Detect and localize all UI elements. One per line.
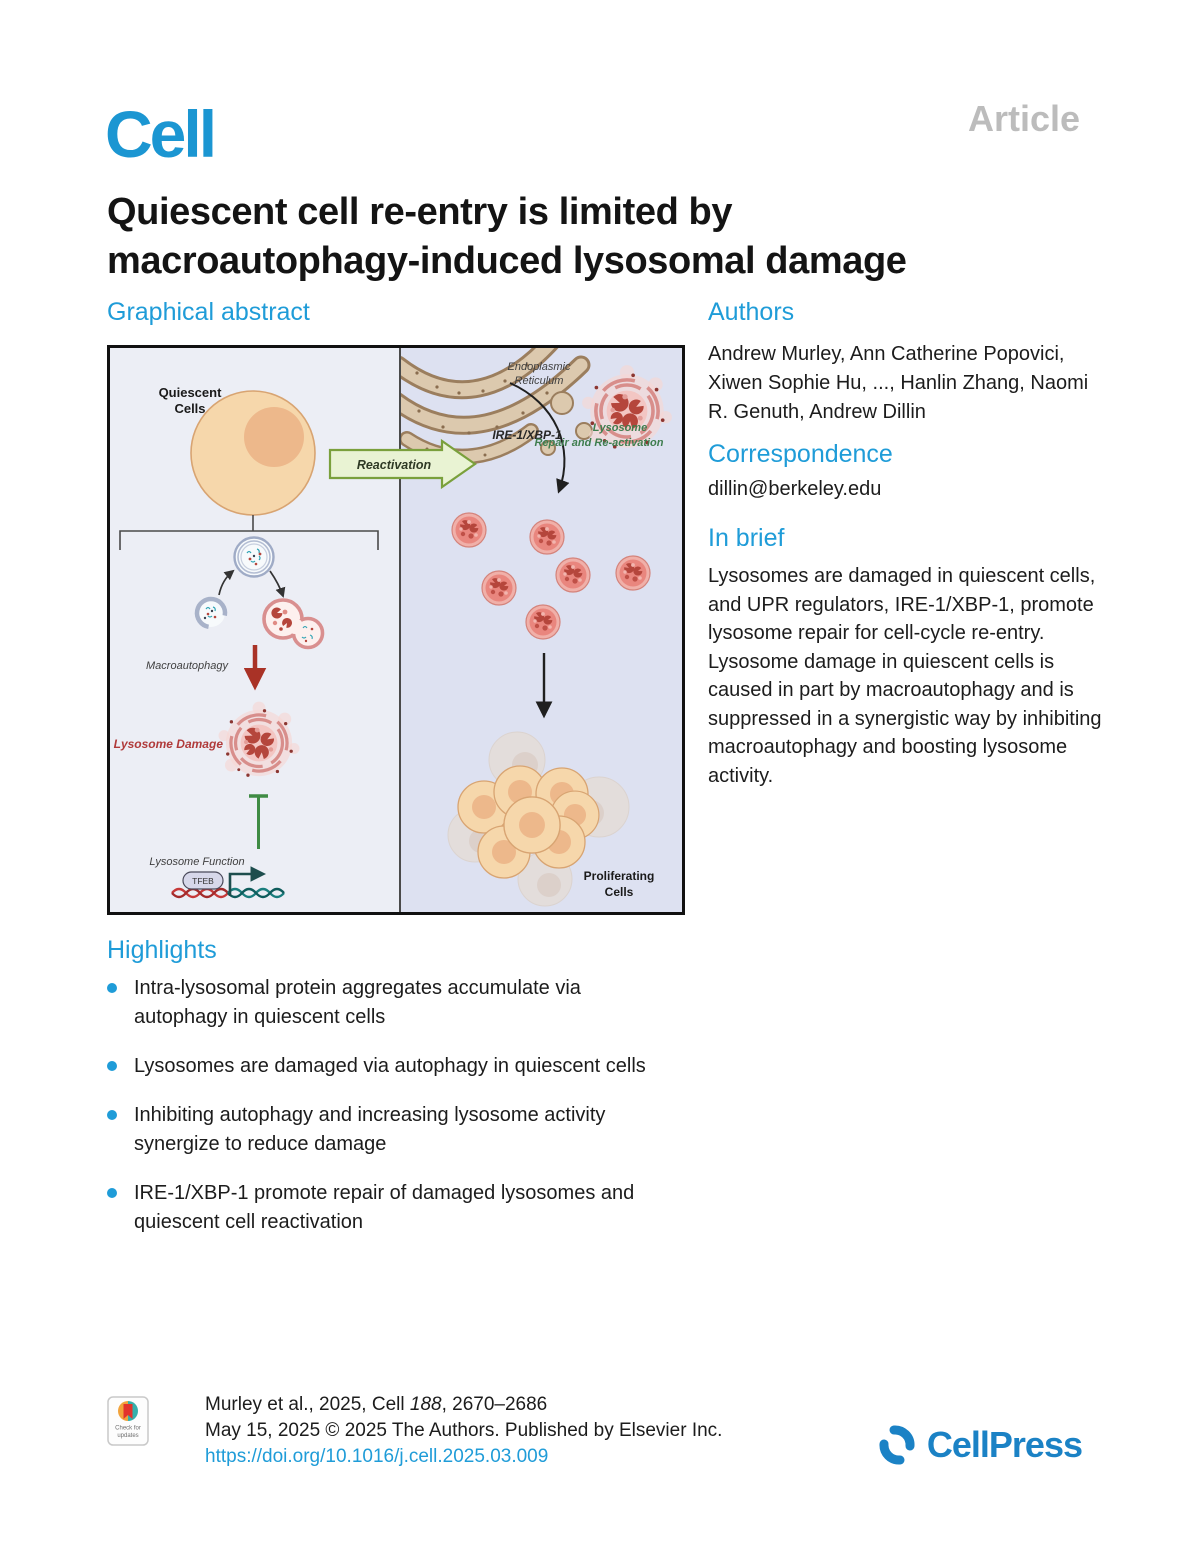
in-brief-heading: In brief [708,524,785,552]
figure-border [107,345,685,915]
citation-block: Murley et al., 2025, Cell 188, 2670–2686… [205,1392,722,1470]
bullet-dot-icon [107,1061,117,1071]
macroautophagy-cycle-illustration [194,536,325,650]
highlights-heading: Highlights [107,936,217,964]
label-lysosome-repair-1: Lysosome [593,422,647,434]
citation-volume: 188 [409,1394,442,1415]
highlight-text: Intra-lysosomal protein aggregates accum… [134,977,581,1028]
label-ire1-xbp1: IRE-1/XBP-1 [492,428,562,442]
label-proliferating-2: Cells [605,885,634,899]
label-proliferating-1: Proliferating [584,869,655,883]
label-reactivation: Reactivation [357,458,432,472]
authors-list: Andrew Murley, Ann Catherine Popovici, X… [708,343,1089,423]
highlight-text: Inhibiting autophagy and increasing lyso… [134,1104,606,1155]
citation-post: , 2670–2686 [441,1394,548,1415]
label-lysosome-damage: Lysosome Damage [114,737,224,751]
paper-title-line1: Quiescent cell re-entry is limited by [107,191,733,233]
cell-journal-logo: Cell [105,97,217,171]
highlight-text: IRE-1/XBP-1 promote repair of damaged ly… [134,1182,635,1233]
label-quiescent-cells-2: Cells [174,401,205,416]
citation-line1: Murley et al., 2025, Cell 188, 2670–2686 [205,1392,722,1418]
highlight-item: IRE-1/XBP-1 promote repair of damaged ly… [107,1179,672,1237]
badge-text-1: Check for [115,1426,141,1432]
highlight-item: Lysosomes are damaged via autophagy in q… [107,1052,672,1081]
bullet-dot-icon [107,983,117,993]
label-er-2: Reticulum [515,375,564,387]
graphical-abstract-figure: Quiescent Cells Reactivation Endoplasmic… [107,345,685,915]
label-er-1: Endoplasmic [508,361,571,373]
graphical-abstract-svg: Quiescent Cells Reactivation Endoplasmic… [107,345,685,915]
graphical-abstract-heading: Graphical abstract [107,298,310,326]
ire-pathway-arrow [509,382,570,494]
highlights-list: Intra-lysosomal protein aggregates accum… [107,974,672,1257]
label-macroautophagy: Macroautophagy [146,660,229,672]
reactivation-arrow [328,438,477,490]
in-brief-text: Lysosomes are damaged in quiescent cells… [708,565,1102,787]
citation-line2: May 15, 2025 © 2025 The Authors. Publish… [205,1420,723,1441]
cellpress-logo: CellPress [876,1424,1083,1466]
inhibition-tbar [249,794,268,849]
badge-text-2: updates [117,1433,138,1439]
highlight-item: Intra-lysosomal protein aggregates accum… [107,974,672,1032]
citation-pre: Murley et al., 2025, Cell [205,1394,410,1415]
paper-title-line2: macroautophagy-induced lysosomal damage [107,240,907,282]
check-for-updates-icon: Check for updates [107,1396,149,1446]
bullet-dot-icon [107,1188,117,1198]
highlight-item: Inhibiting autophagy and increasing lyso… [107,1101,672,1159]
cellpress-icon [879,1425,915,1465]
highlight-text: Lysosomes are damaged via autophagy in q… [134,1055,646,1077]
label-tfeb: TFEB [192,876,214,886]
correspondence-email[interactable]: dillin@berkeley.edu [708,478,882,500]
authors-heading: Authors [708,298,795,326]
correspondence-heading: Correspondence [708,440,893,468]
cellpress-wordmark: CellPress [926,1424,1083,1465]
paper-title: Quiescent cell re-entry is limited by ma… [107,188,907,286]
label-lysosome-function: Lysosome Function [149,856,244,868]
tfeb-gene-illustration [171,866,285,899]
doi-link[interactable]: https://doi.org/10.1016/j.cell.2025.03.0… [205,1446,549,1467]
article-type-label: Article [967,98,1080,139]
branch-bracket [119,515,379,550]
proliferating-cells-illustration [447,731,630,907]
bullet-dot-icon [107,1110,117,1120]
endoplasmic-reticulum-illustration [400,345,593,465]
quiescent-cell-illustration [190,390,316,516]
label-quiescent-cells-1: Quiescent [159,385,223,400]
check-for-updates-badge[interactable]: Check for updates [107,1396,149,1446]
label-lysosome-repair-2: Repair and Re-activation [535,437,664,449]
